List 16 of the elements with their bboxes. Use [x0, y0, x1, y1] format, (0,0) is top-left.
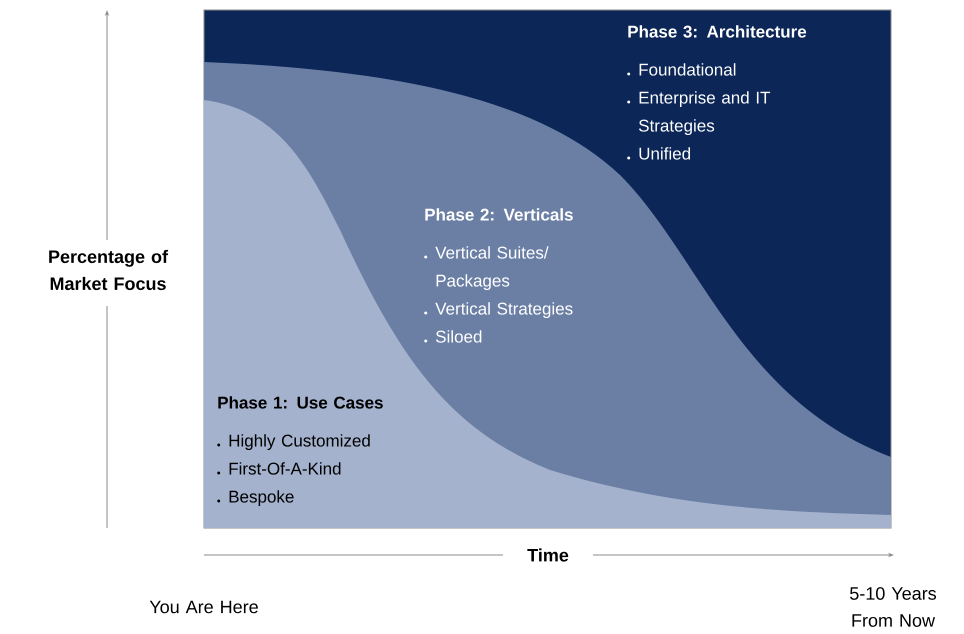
- axis-label: Time: [527, 548, 568, 562]
- bullet-item: Foundational: [627, 63, 736, 76]
- bullet-item: Unified: [627, 147, 690, 160]
- phase-heading: Phase 3: Architecture: [628, 25, 806, 38]
- phase-heading: Phase 2: Verticals: [425, 208, 573, 221]
- bullet-item: Vertical Suites/ Packages: [424, 246, 549, 290]
- time-point-label: 5-10 Years From Now: [850, 587, 936, 627]
- bullet-item: Highly Customized: [217, 434, 370, 450]
- bullet-item: Vertical Strategies: [424, 302, 573, 318]
- phase-heading: Phase 1: Use Cases: [218, 396, 383, 409]
- bullet-item: Siloed: [424, 330, 482, 343]
- time-point-label: You Are Here: [150, 600, 258, 614]
- bullet-item: First-Of-A-Kind: [217, 462, 340, 475]
- bullet-item: Bespoke: [217, 490, 294, 506]
- bullet-item: Enterprise and IT Strategies: [627, 91, 770, 136]
- axis-label: Percentage of Market Focus: [49, 250, 168, 290]
